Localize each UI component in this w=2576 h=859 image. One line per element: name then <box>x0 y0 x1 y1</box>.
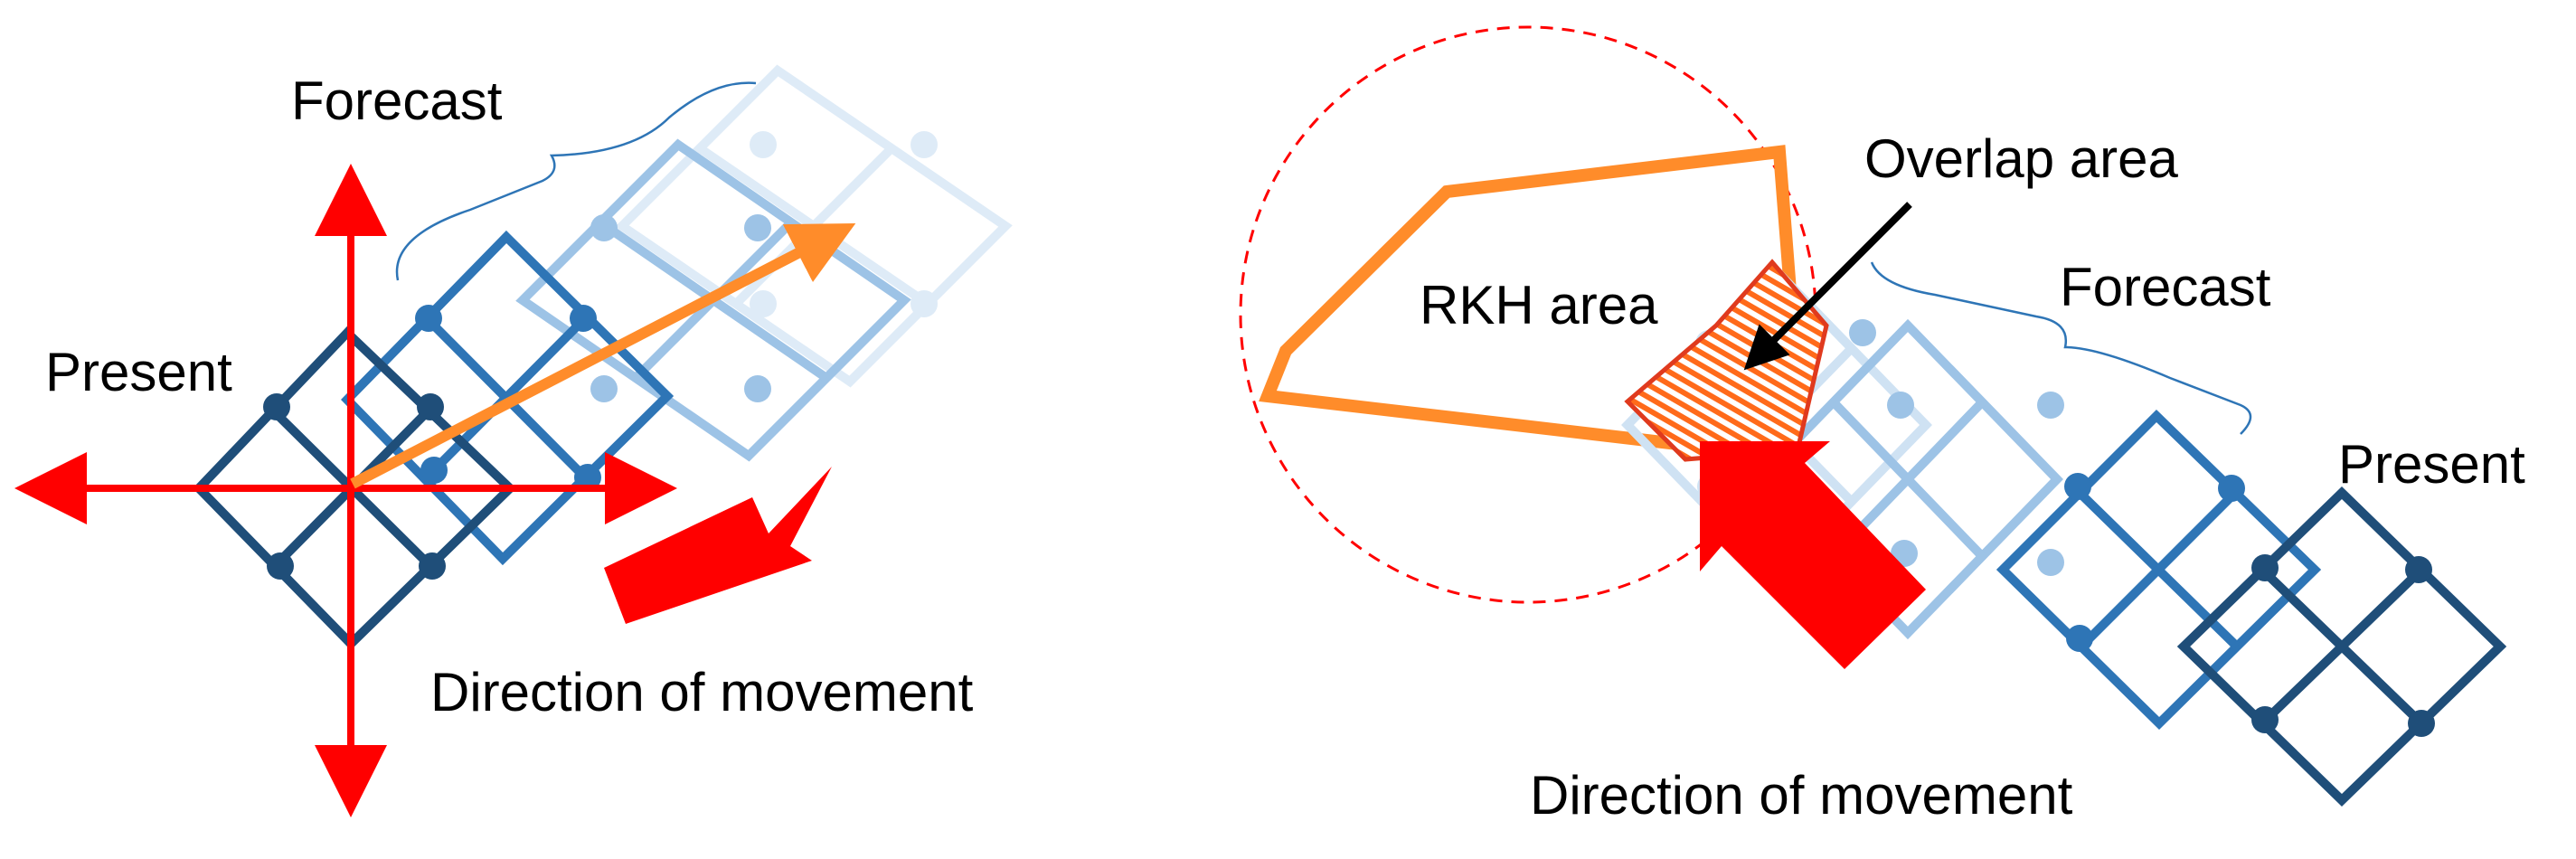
movement-arrow-icon <box>604 467 832 624</box>
label-overlap-area: Overlap area <box>1864 128 2178 189</box>
overlap-pointer-arrow <box>1743 202 1912 371</box>
right-panel: Overlap area RKH area Forecast Present D… <box>1239 25 2525 826</box>
forecast-bracket-right <box>1870 261 2252 435</box>
label-direction: Direction of movement <box>430 662 974 722</box>
movement-arrow-icon-right <box>1700 441 1926 669</box>
forecast-bracket <box>395 81 757 281</box>
label-present-right: Present <box>2338 434 2525 495</box>
label-forecast-right: Forecast <box>2060 257 2271 317</box>
label-rkh-area: RKH area <box>1420 275 1658 335</box>
present-grid-right <box>2176 486 2507 807</box>
label-present: Present <box>45 342 232 402</box>
label-direction-right: Direction of movement <box>1530 765 2073 826</box>
axis-cross <box>14 164 677 817</box>
label-forecast: Forecast <box>291 71 503 131</box>
trajectory-arrow <box>350 222 856 489</box>
left-panel: Forecast Present Direction of movement <box>14 64 1013 817</box>
